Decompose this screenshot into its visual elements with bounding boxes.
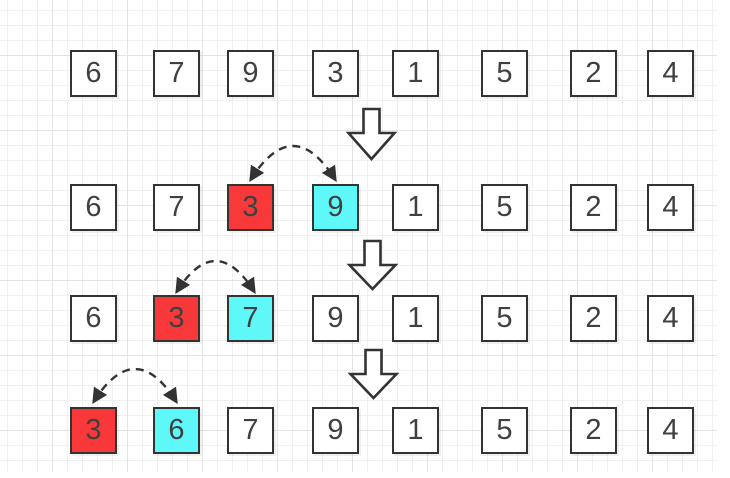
array-cell: 4 xyxy=(647,50,694,97)
array-cell: 7 xyxy=(153,184,200,231)
array-cell: 9 xyxy=(312,295,359,342)
array-cell: 4 xyxy=(647,184,694,231)
array-cell: 4 xyxy=(647,295,694,342)
array-cell: 9 xyxy=(312,407,359,454)
array-cell: 2 xyxy=(570,407,617,454)
array-cell: 3 xyxy=(312,50,359,97)
array-cell: 1 xyxy=(392,295,439,342)
array-cell: 5 xyxy=(481,295,528,342)
array-cell: 1 xyxy=(392,184,439,231)
array-cell: 6 xyxy=(70,295,117,342)
array-cell: 1 xyxy=(392,50,439,97)
array-cell: 6 xyxy=(70,50,117,97)
array-cell: 5 xyxy=(481,50,528,97)
array-cell: 9 xyxy=(227,50,274,97)
array-cell: 7 xyxy=(227,407,274,454)
array-cell-swap-target: 9 xyxy=(312,184,359,231)
array-cell-swap-target: 7 xyxy=(227,295,274,342)
array-cell: 2 xyxy=(570,295,617,342)
array-cell-swap-source: 3 xyxy=(227,184,274,231)
array-cell: 4 xyxy=(647,407,694,454)
array-cell: 6 xyxy=(70,184,117,231)
array-cell: 5 xyxy=(481,184,528,231)
array-cell-swap-source: 3 xyxy=(70,407,117,454)
array-cell-swap-source: 3 xyxy=(153,295,200,342)
array-cell: 1 xyxy=(392,407,439,454)
array-cell: 2 xyxy=(570,50,617,97)
array-cell-swap-target: 6 xyxy=(153,407,200,454)
array-cell: 5 xyxy=(481,407,528,454)
array-cell: 7 xyxy=(153,50,200,97)
array-cell: 2 xyxy=(570,184,617,231)
